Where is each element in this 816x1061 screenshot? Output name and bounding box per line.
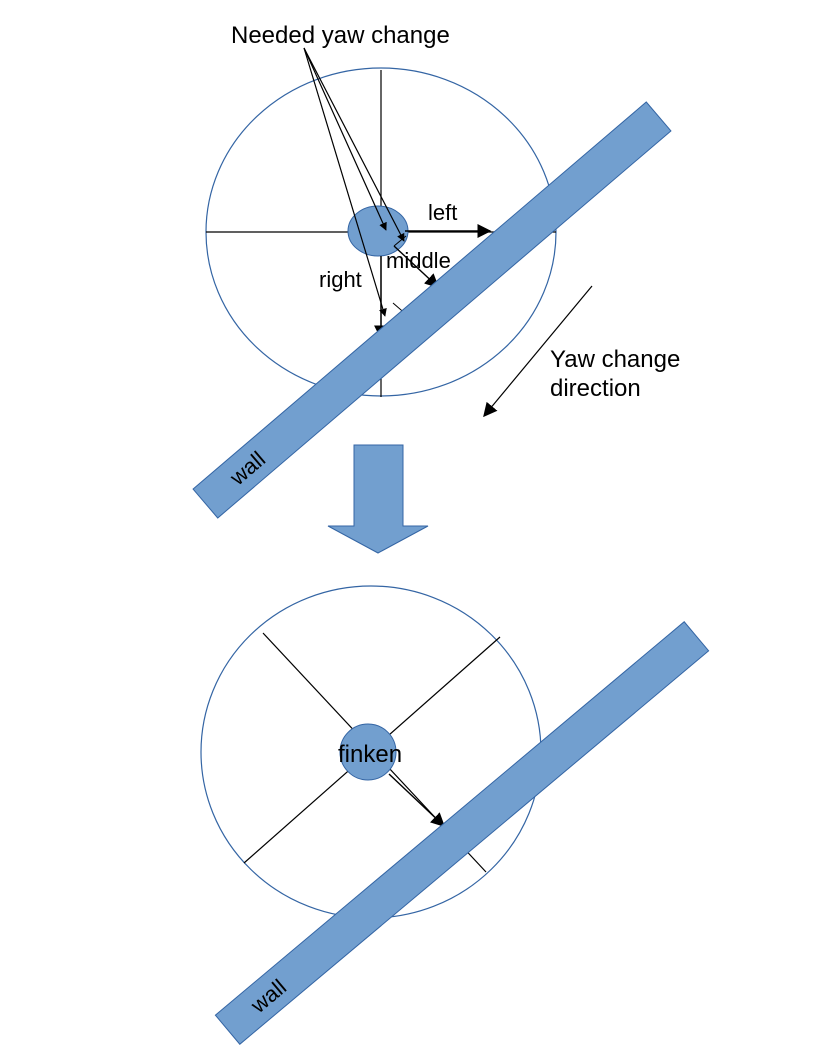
bottom-drone-body xyxy=(339,723,397,781)
down-arrow-icon xyxy=(327,444,429,554)
right-label: right xyxy=(319,267,362,292)
needed-yaw-change-label: Needed yaw change xyxy=(231,22,450,49)
middle-label: middle xyxy=(386,248,451,273)
finken-label: finken xyxy=(338,741,402,768)
left-label: left xyxy=(428,200,457,225)
yaw-change-label-line1: Yaw change xyxy=(550,346,680,373)
bottom-diagram: finken wall xyxy=(200,585,710,1045)
top-wall: wall xyxy=(192,101,672,519)
bottom-sensor-arrow xyxy=(388,773,446,827)
top-diagram: wall Needed yaw change left middle right… xyxy=(192,22,680,519)
bottom-wall: wall xyxy=(214,621,710,1045)
callout-line-3 xyxy=(303,47,387,231)
yaw-change-label-line2: direction xyxy=(550,375,641,402)
callout-line-1 xyxy=(303,47,405,242)
callout-line-2 xyxy=(303,47,387,317)
middle-sensor-arrow xyxy=(393,245,440,288)
yaw-direction-arrow xyxy=(483,285,593,418)
